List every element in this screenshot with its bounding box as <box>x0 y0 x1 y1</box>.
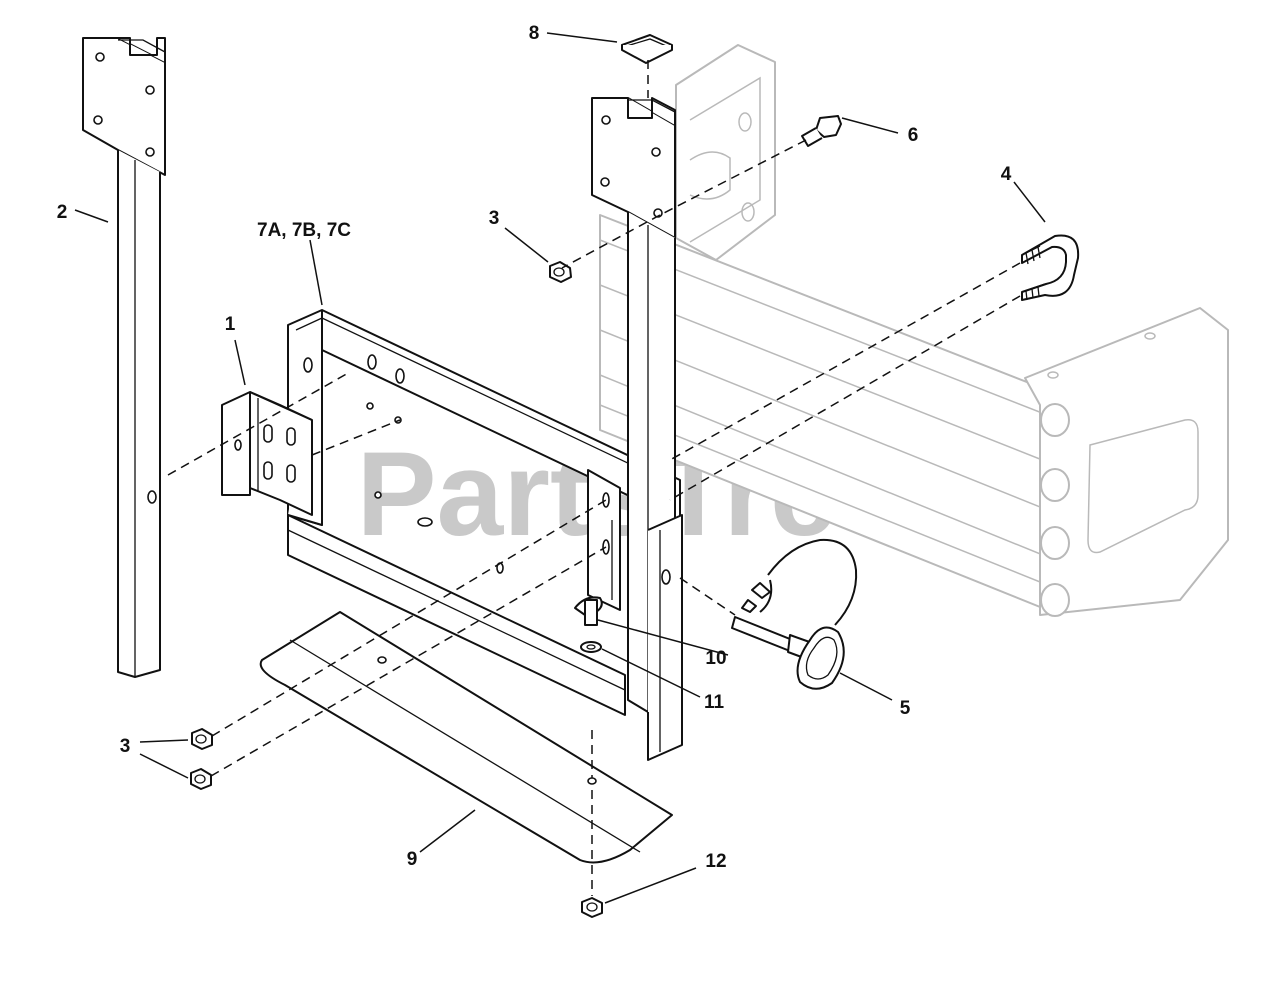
part-u-bolt <box>1021 234 1080 301</box>
callout-1: 1 <box>225 314 236 335</box>
leader-lines <box>74 32 1046 904</box>
part-nuts-bottom <box>190 728 213 790</box>
callout-6: 6 <box>908 125 919 146</box>
part-bolt <box>801 115 842 147</box>
callout-8: 8 <box>529 23 540 44</box>
callout-12: 12 <box>705 851 726 872</box>
part-nut-top <box>549 261 572 283</box>
part-nut-bottom-center <box>581 897 603 918</box>
callout-7: 7A, 7B, 7C <box>257 220 351 241</box>
part-carriage-bolt <box>574 596 603 626</box>
callout-2: 2 <box>57 202 68 223</box>
background-hitch-frame <box>599 44 1229 617</box>
part-hitch-pin <box>731 538 858 690</box>
callout-4: 4 <box>1001 164 1012 185</box>
part-tube-cap <box>621 34 673 64</box>
callout-11: 11 <box>704 692 725 713</box>
part-footplate <box>259 611 673 864</box>
part-upright-post-right <box>587 97 683 761</box>
assembly-lines <box>167 60 1021 896</box>
callout-5: 5 <box>900 698 911 719</box>
callout-3-bottom: 3 <box>120 736 131 757</box>
callout-10: 10 <box>705 648 726 669</box>
callout-9: 9 <box>407 849 418 870</box>
part-washer <box>580 641 602 653</box>
part-upright-post-left <box>82 37 166 678</box>
part-angle-bracket <box>221 391 313 516</box>
callout-labels: 1 2 3 3 4 5 6 7A, 7B, 7C 8 9 10 11 12 <box>57 23 1012 872</box>
callout-3-top: 3 <box>489 208 500 229</box>
